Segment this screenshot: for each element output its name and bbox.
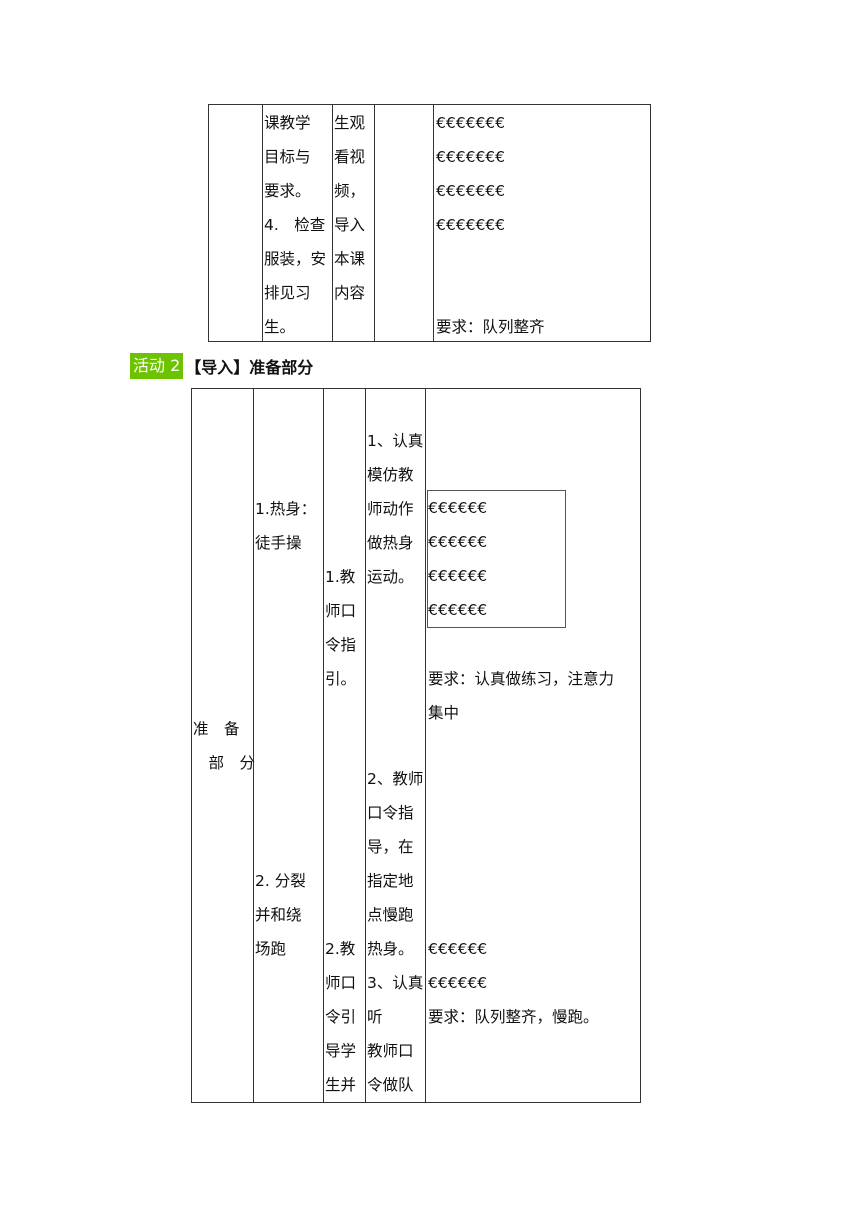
requirement-2: 要求：队列整齐，慢跑。: [428, 1008, 599, 1026]
table-1-vline: [374, 104, 375, 342]
table-1-vline: [433, 104, 434, 342]
table-1-top-border: [208, 104, 651, 105]
formation-1: €€€€€€ €€€€€€ €€€€€€ €€€€€€: [428, 499, 488, 619]
table-2-vline: [191, 388, 192, 1103]
student-activity-2: 2、教师 口令指 导，在 指定地 点慢跑 热身。: [367, 770, 424, 958]
table-2-vline: [365, 388, 366, 1103]
student-activity-1: 1、认真 模仿教 师动作 做热身 运动。: [367, 432, 424, 586]
table-1-vline: [208, 104, 209, 342]
activity-tag: 活动 2: [130, 353, 184, 379]
teacher-activity-2: 2.教 师口 令引 导学 生并: [325, 940, 357, 1094]
table-1-bottom-border: [208, 341, 651, 342]
table-1-formation-cell: €€€€€€€ €€€€€€€ €€€€€€€ €€€€€€€: [436, 114, 506, 234]
table-2-top-border: [191, 388, 641, 389]
table-1-vline: [650, 104, 651, 342]
table-1-objectives-cell: 课教学 目标与 要求。 4. 检查 服装，安 排见习 生。: [264, 114, 327, 336]
activity-title: 【导入】准备部分: [185, 358, 314, 377]
item-warmup: 1.热身： 徒手操: [255, 500, 317, 552]
table-1-requirement: 要求：队列整齐: [436, 318, 545, 336]
item-run: 2. 分裂 并和绕 场跑: [255, 872, 306, 958]
table-1-vline: [262, 104, 263, 342]
formation-2: €€€€€€ €€€€€€: [428, 940, 488, 992]
table-2-bottom-border: [191, 1102, 641, 1103]
requirement-1: 要求：认真做练习，注意力 集中: [428, 670, 615, 722]
table-2-vline: [323, 388, 324, 1103]
activity-heading: 活动 2 【导入】准备部分: [130, 352, 313, 380]
teacher-activity-1: 1.教 师口 令指 引。: [325, 568, 357, 688]
table-2-vline: [425, 388, 426, 1103]
table-2-vline: [640, 388, 641, 1103]
formation-box: [427, 490, 566, 628]
table-2-vline: [253, 388, 254, 1103]
student-activity-3: 3、认真 听 教师口 令做队: [367, 974, 424, 1094]
table-1-vline: [332, 104, 333, 342]
section-label: 准 备 部 分: [193, 720, 256, 772]
table-1-student-activity-cell: 生观 看视 频， 导入 本课 内容: [334, 114, 366, 302]
